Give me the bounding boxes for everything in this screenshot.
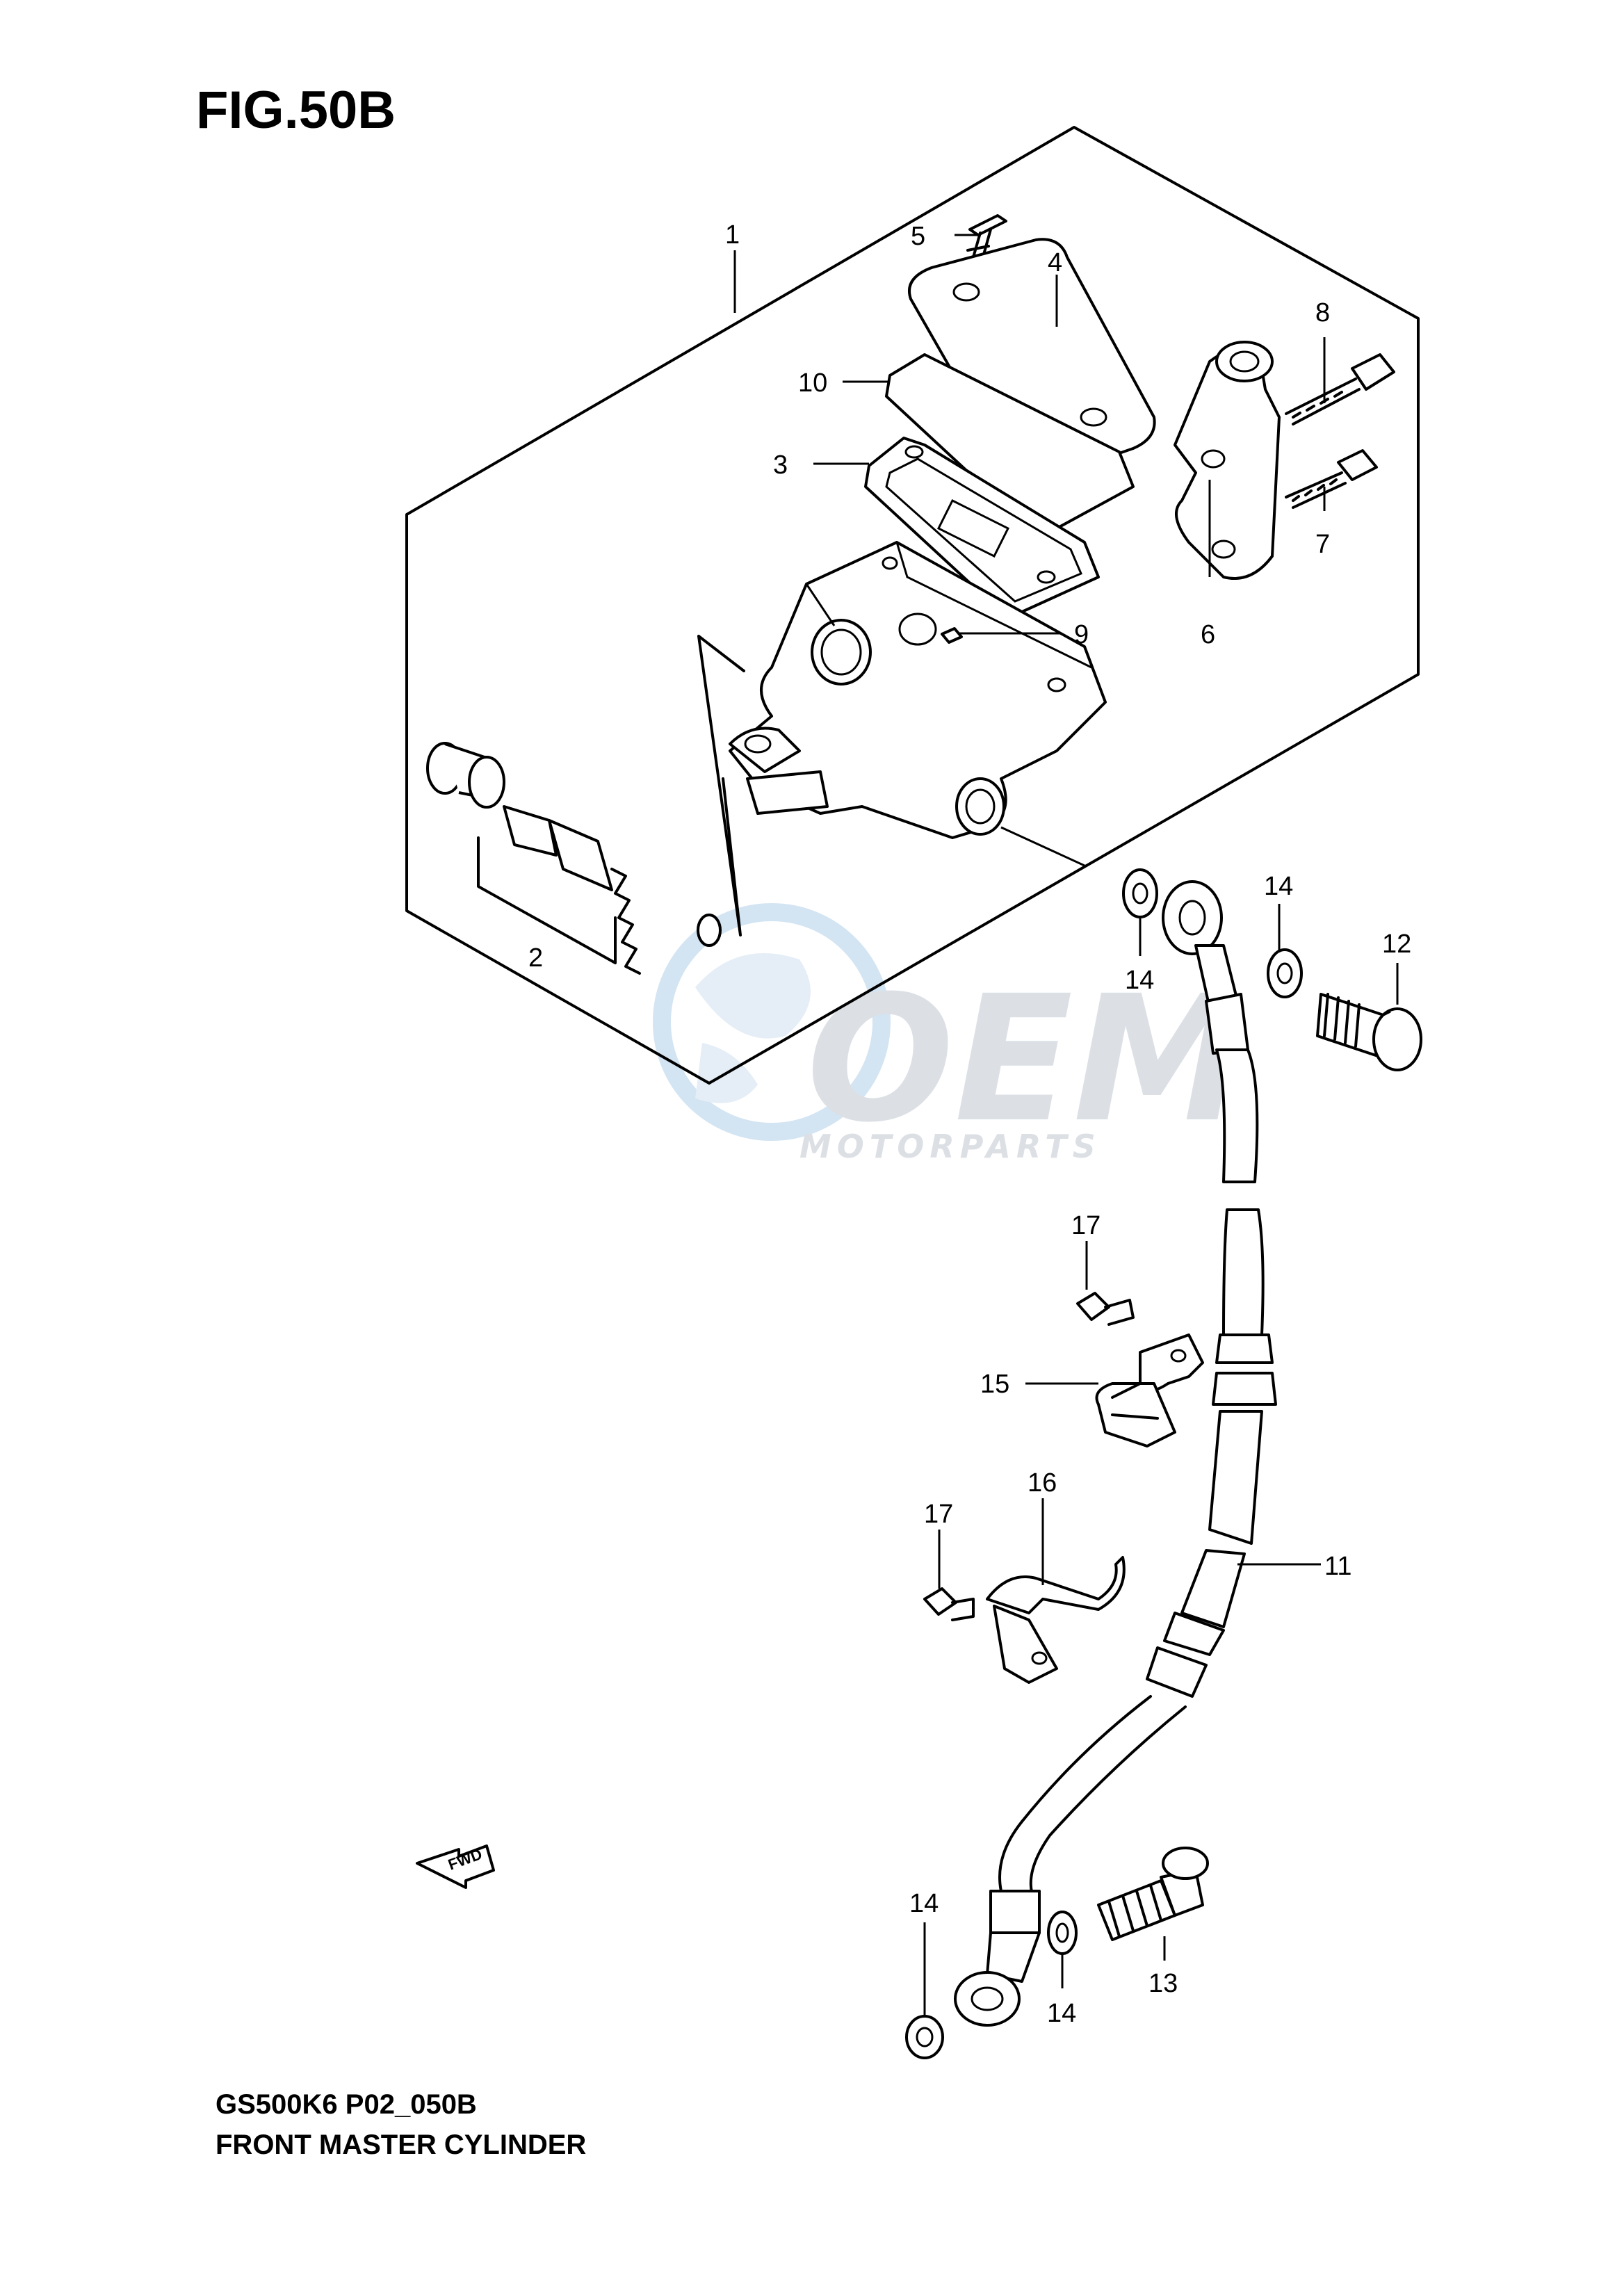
callout-12: 12 [1382,930,1411,959]
part-8-bolt [1285,353,1395,425]
part-2-piston-set [426,742,722,975]
part-6-clamp [1174,341,1281,580]
part-10-plate [885,353,1135,530]
callout-14-d: 14 [1047,1999,1076,2028]
callout-8: 8 [1315,298,1330,327]
watermark-brand: OEM [806,958,1246,1160]
callout-1: 1 [725,220,740,250]
footer-model-code: GS500K6 P02_050B [216,2089,477,2120]
fwd-arrow-icon: FWD [416,1844,495,1889]
part-14-washer-b [1267,948,1303,998]
part-7-bolt [1285,449,1378,509]
callout-17-a: 17 [1071,1211,1101,1240]
callout-14-c: 14 [909,1889,939,1918]
callout-11: 11 [1324,1552,1351,1581]
part-15-clamp [1095,1333,1204,1447]
part-16-clamp [986,1556,1126,1684]
part-17-bolt-lower [923,1587,975,1621]
callout-leaders [733,234,1399,2016]
callout-9: 9 [1074,620,1089,649]
part-14-washer-a [1122,868,1158,918]
part-13-banjo-bolt [1097,1847,1209,1941]
callout-4: 4 [1048,248,1062,277]
part-3-diaphragm [864,437,1100,613]
master-cylinder-body [729,541,1107,839]
part-14-washer-c [905,2015,944,2059]
callout-6: 6 [1201,620,1215,649]
leader-line [1000,826,1085,867]
callout-5: 5 [911,222,925,251]
callout-16: 16 [1028,1468,1057,1498]
callout-14-a: 14 [1125,966,1154,995]
part-9-screw [941,627,963,644]
part-14-washer-d [1047,1911,1078,1955]
piston-cone-outline [697,635,745,936]
callout-14-b: 14 [1264,872,1293,901]
watermark-logo: OEM MOTORPARTS [653,903,1246,1165]
callout-10: 10 [798,368,827,398]
watermark-sub: MOTORPARTS [799,1128,1101,1165]
callout-17-b: 17 [924,1500,953,1529]
callout-7: 7 [1315,530,1330,559]
figure-title: FIG.50B [196,81,396,140]
part-12-banjo-bolt [1316,993,1422,1071]
callout-2: 2 [528,943,543,973]
callout-13: 13 [1148,1969,1178,1998]
part-11-brake-hose [954,880,1277,2027]
assembly-1-outline [405,126,1420,1085]
callout-3: 3 [773,451,788,480]
callout-15: 15 [980,1370,1009,1399]
part-17-bolt-upper [1076,1292,1135,1326]
footer-section-title: FRONT MASTER CYLINDER [216,2130,586,2160]
